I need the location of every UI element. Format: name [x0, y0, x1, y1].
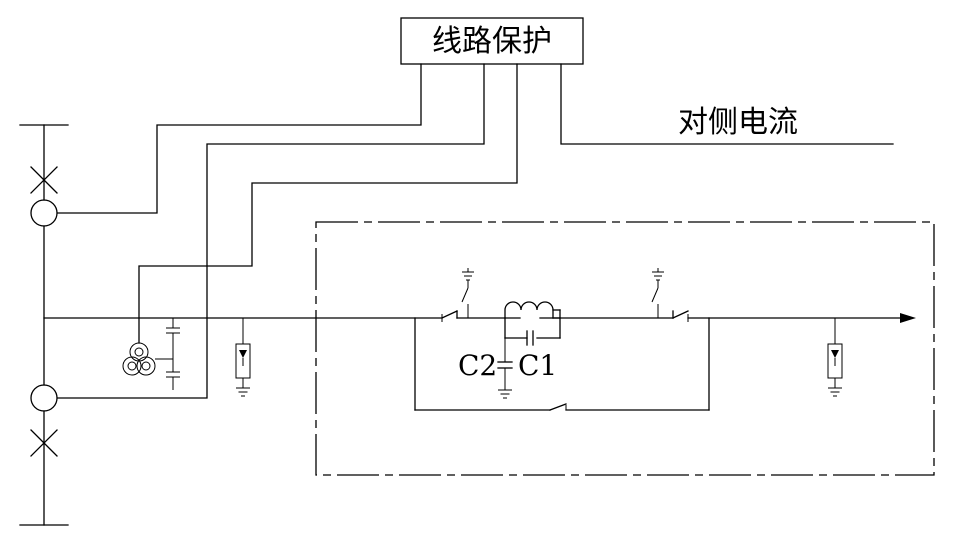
c2-ground-icon	[498, 389, 512, 399]
vt-circle-left-icon	[122, 356, 142, 376]
upper-ct-icon[interactable]	[30, 199, 58, 227]
right-grounding-switch[interactable]	[651, 268, 664, 318]
voltage-transformer-wire	[138, 63, 518, 344]
right-ground-top-icon	[652, 271, 664, 281]
right-disconnector[interactable]	[672, 310, 689, 322]
lower-ct-wire	[57, 63, 485, 399]
bypass-switch-blade	[549, 403, 567, 411]
remote-current-wire	[560, 63, 894, 145]
vt-circle-right-inner-icon	[141, 361, 151, 371]
c2-label: C2	[458, 349, 497, 382]
right-surge-arrester[interactable]	[827, 318, 843, 397]
series-reactor[interactable]	[504, 301, 561, 346]
line-protection-label: 线路保护	[432, 24, 552, 59]
feeder-arrow-icon	[900, 313, 916, 323]
left-surge-arrester[interactable]	[235, 318, 251, 397]
left-disconnector-blade	[441, 310, 458, 319]
left-arrester-ground-icon	[236, 387, 250, 397]
c1-label: C1	[518, 349, 557, 382]
series-compensation-enclosure	[315, 221, 935, 476]
left-arrester-arrow-icon	[239, 350, 247, 358]
upper-breaker-x-icon[interactable]	[30, 166, 58, 194]
left-ground-blade	[461, 287, 469, 303]
vt-circle-right-icon	[136, 356, 156, 376]
vertical-bus	[19, 124, 69, 526]
reactor-coil-icon	[504, 301, 554, 319]
upper-ct-wire	[57, 63, 422, 214]
lower-breaker-x-icon[interactable]	[30, 429, 58, 457]
lower-ct-icon[interactable]	[30, 384, 58, 412]
line-protection-unit[interactable]: 线路保护	[400, 17, 584, 65]
right-arrester-ground-icon	[828, 387, 842, 397]
coupling-capacitor-stack[interactable]	[166, 318, 180, 390]
bypass-loop[interactable]	[414, 317, 710, 411]
vt-circle-top-icon	[129, 342, 149, 362]
left-grounding-switch[interactable]	[461, 268, 474, 318]
vt-circle-top-inner-icon	[134, 347, 144, 357]
voltage-transformer[interactable]	[122, 342, 173, 376]
right-disconnector-blade	[672, 310, 689, 319]
vt-circle-left-inner-icon	[127, 361, 137, 371]
right-arrester-arrow-icon	[831, 350, 839, 358]
left-disconnector[interactable]	[441, 310, 506, 322]
left-ground-top-icon	[462, 271, 474, 281]
capacitor-c2[interactable]	[497, 338, 513, 399]
line-protection-box	[400, 17, 584, 65]
right-ground-blade	[651, 287, 659, 303]
remote-current-label: 对侧电流	[678, 105, 798, 140]
